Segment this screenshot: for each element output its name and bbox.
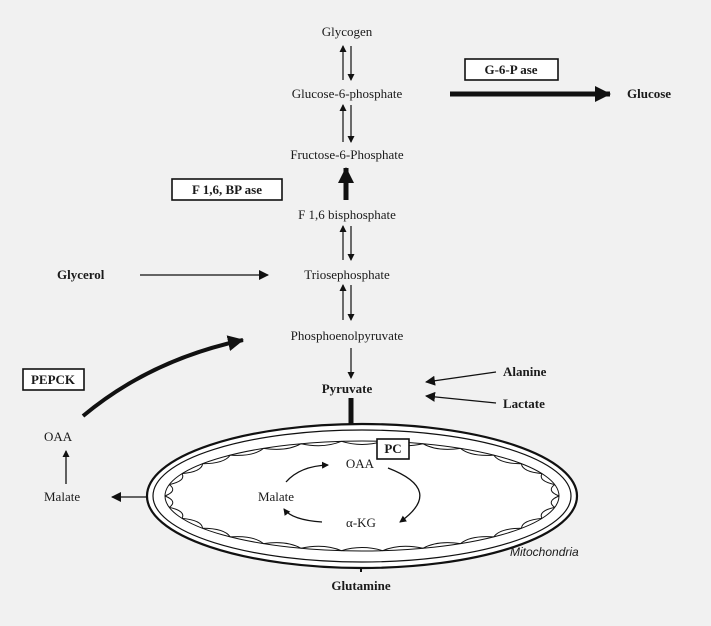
pc-label: PC <box>384 441 401 456</box>
pyruvate-label: Pyruvate <box>322 381 373 396</box>
pep-label: Phosphoenolpyruvate <box>291 328 404 343</box>
malate-outer-label: Malate <box>44 489 80 504</box>
triose-label: Triosephosphate <box>304 267 390 282</box>
pepck-label: PEPCK <box>31 372 76 387</box>
akg-label: α-KG <box>346 515 376 530</box>
lactate-label: Lactate <box>503 396 545 411</box>
glycogen-label: Glycogen <box>322 24 373 39</box>
f6p-label: Fructose-6-Phosphate <box>290 147 404 162</box>
g6pase-label: G-6-P ase <box>484 62 537 77</box>
arrow-oaa-to-pep <box>83 340 243 416</box>
malate-mito-label: Malate <box>258 489 294 504</box>
oaa-mito-label: OAA <box>346 456 375 471</box>
glycerol-label: Glycerol <box>57 267 105 282</box>
g6p-label: Glucose-6-phosphate <box>292 86 403 101</box>
arrow-lactate-to-pyruvate <box>426 396 496 403</box>
arrow-alanine-to-pyruvate <box>426 372 496 382</box>
oaa-outer-label: OAA <box>44 429 73 444</box>
alanine-label: Alanine <box>503 364 547 379</box>
glutamine-label: Glutamine <box>331 578 390 593</box>
f16bp-label: F 1,6 bisphosphate <box>298 207 396 222</box>
f16bpase-label: F 1,6, BP ase <box>192 182 262 197</box>
mitochondria-label: Mitochondria <box>510 545 579 559</box>
glucose-label: Glucose <box>627 86 671 101</box>
